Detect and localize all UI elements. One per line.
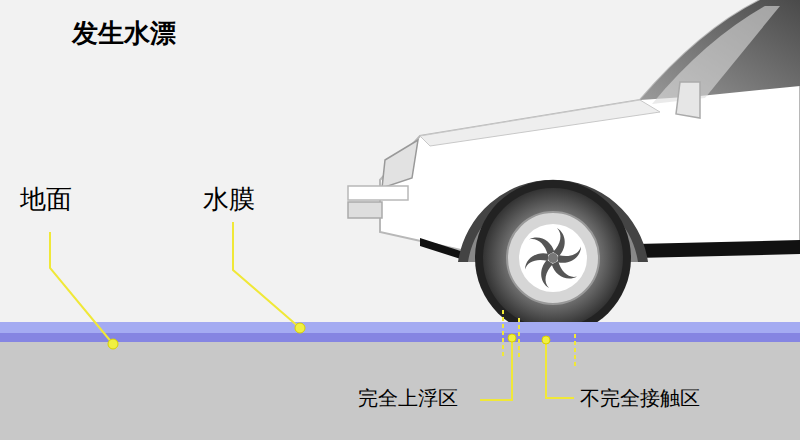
water-film-lower — [0, 333, 800, 342]
diagram-title: 发生水漂 — [72, 18, 176, 49]
part-label: 水膜 — [203, 184, 255, 215]
part-label: 地面 — [20, 184, 72, 215]
part-label: 完全上浮区 — [358, 386, 458, 410]
leader-lines — [50, 222, 574, 400]
part-label: 不完全接触区 — [580, 386, 700, 410]
leader-dots — [108, 323, 550, 349]
wheel — [475, 180, 631, 336]
water-film — [0, 322, 800, 333]
contact-markers — [503, 310, 575, 366]
ground — [0, 340, 800, 440]
